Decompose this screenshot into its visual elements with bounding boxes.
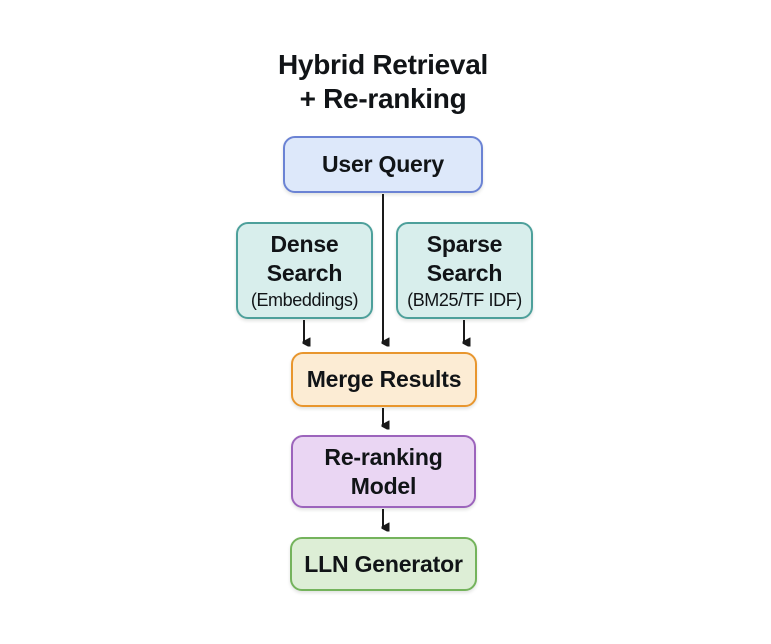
node-lln-generator-label: LLN Generator (304, 550, 463, 577)
diagram-title-line2: + Re-ranking (299, 83, 467, 114)
node-dense-search: Dense Search (Embeddings) (236, 222, 373, 319)
diagram-title-line1: Hybrid Retrieval (278, 49, 488, 80)
node-dense-search-sublabel: (Embeddings) (250, 289, 359, 310)
node-sparse-search-label: Sparse Search (426, 230, 503, 286)
node-user-query-label: User Query (321, 151, 444, 177)
node-sparse-search-sublabel: (BM25/TF IDF) (407, 289, 522, 310)
node-merge-results: Merge Results (291, 352, 477, 407)
node-dense-search-label: Dense Search (266, 230, 343, 286)
node-lln-generator: LLN Generator (290, 537, 477, 591)
node-sparse-search: Sparse Search (BM25/TF IDF) (396, 222, 533, 319)
node-reranking-model-label: Re-ranking Model (324, 443, 443, 499)
diagram-title: Hybrid Retrieval + Re-ranking (208, 48, 558, 116)
node-reranking-model: Re-ranking Model (291, 435, 476, 508)
node-merge-results-label: Merge Results (306, 366, 462, 392)
node-user-query: User Query (283, 136, 483, 193)
